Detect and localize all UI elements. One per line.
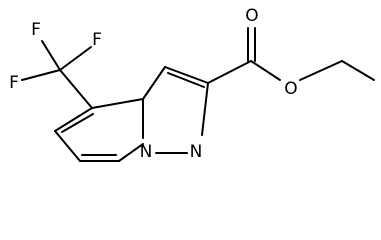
- chemical-structure-diagram: F F F N N O O: [9, 6, 375, 162]
- atom-f-top: F: [31, 20, 41, 40]
- bond-cf3-ring: [59, 69, 93, 109]
- bond-c5-c4: [54, 107, 93, 132]
- bond-cf3-f-top: [41, 40, 61, 71]
- bond-c5-c4-double: [61, 113, 94, 133]
- bond-carbonyl-o-ester: [250, 60, 281, 81]
- bond-c4-c3a: [91, 98, 144, 109]
- atom-o-carbonyl: O: [245, 6, 258, 26]
- bond-c6-c5: [54, 130, 81, 162]
- bond-c2-carbonyl: [207, 60, 252, 84]
- bond-c2-n2: [201, 82, 209, 136]
- atom-n-ring: N: [190, 142, 203, 162]
- bond-n7a-c7: [118, 143, 144, 162]
- bond-o-ester-ch2: [299, 60, 343, 81]
- atom-o-ester: O: [284, 79, 297, 99]
- bond-cf3-f-left: [21, 69, 61, 81]
- bond-c3-c2-double: [167, 72, 205, 88]
- bond-c3-c2: [164, 66, 209, 84]
- atom-f-right: F: [92, 30, 102, 50]
- atom-n-bridge: N: [140, 142, 153, 162]
- bond-c3a-c3: [142, 66, 166, 100]
- atom-f-left: F: [9, 73, 19, 93]
- bond-ch2-ch3: [341, 60, 375, 81]
- bond-cf3-f-right: [59, 46, 92, 71]
